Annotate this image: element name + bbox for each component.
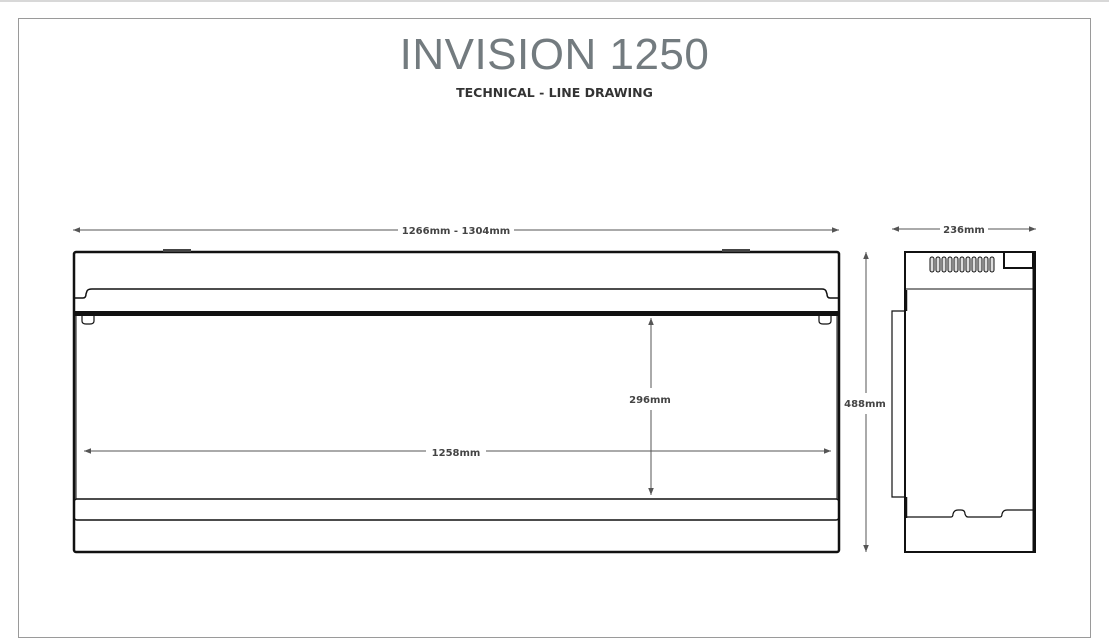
front-dimensions (73, 227, 869, 552)
page-title: INVISION 1250 (399, 30, 710, 79)
glass-top-band (74, 311, 839, 316)
top-ledge (74, 288, 839, 299)
top-tab-right (722, 249, 750, 252)
front-view (72, 249, 841, 554)
technical-drawing: 1266mm - 1304mm 296mm 1258mm 488mm 236mm (72, 225, 1036, 554)
side-view (891, 251, 1036, 553)
opening-height-label: 296mm (629, 395, 671, 406)
bottom-trim (73, 498, 840, 521)
top-tab-left (163, 249, 191, 252)
overall-height-label: 488mm (844, 399, 886, 410)
side-box (1003, 251, 1034, 269)
opening-width-label: 1258mm (432, 448, 481, 459)
front-outline (72, 250, 841, 554)
top-edge (0, 0, 1109, 2)
vent-slots (929, 256, 995, 273)
overall-width-label: 1266mm - 1304mm (402, 226, 510, 237)
page-subtitle: TECHNICAL - LINE DRAWING (456, 85, 653, 100)
depth-label: 236mm (943, 225, 985, 236)
